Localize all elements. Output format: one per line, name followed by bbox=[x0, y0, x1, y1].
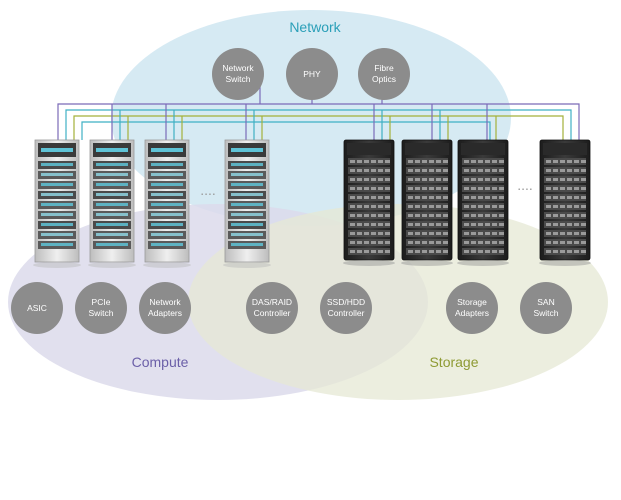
node-label-line2: Optics bbox=[372, 74, 396, 84]
node-phy: PHY bbox=[286, 48, 338, 100]
node-network-adapters: Network Adapters bbox=[139, 282, 191, 334]
node-storage-adapters: Storage Adapters bbox=[446, 282, 498, 334]
compute-region-label: Compute bbox=[132, 354, 189, 370]
node-label-line2: Controller bbox=[328, 308, 365, 318]
node-circle bbox=[286, 48, 338, 100]
node-label-line2: Controller bbox=[254, 308, 291, 318]
node-label-line2: Switch bbox=[88, 308, 113, 318]
compute-server-rack bbox=[33, 139, 81, 268]
link-line-teal bbox=[65, 109, 572, 140]
node-label-line1: PCIe bbox=[92, 297, 111, 307]
node-label-line2: Adapters bbox=[455, 308, 489, 318]
node-circle bbox=[246, 282, 298, 334]
node-circle bbox=[139, 282, 191, 334]
node-label-line2: Adapters bbox=[148, 308, 182, 318]
node-fibre-optics: Fibre Optics bbox=[358, 48, 410, 100]
node-pcie-switch: PCIe Switch bbox=[75, 282, 127, 334]
node-label-line2: Switch bbox=[225, 74, 250, 84]
storage-server-rack bbox=[457, 139, 509, 266]
node-das-raid-controller: DAS/RAID Controller bbox=[246, 282, 298, 334]
node-circle bbox=[520, 282, 572, 334]
storage-racks-ellipsis: .... bbox=[517, 177, 533, 193]
storage-racks bbox=[343, 139, 591, 266]
node-label-line1: ASIC bbox=[27, 303, 47, 313]
link-line-teal-2 bbox=[81, 121, 491, 140]
compute-racks bbox=[33, 139, 271, 268]
node-circle bbox=[358, 48, 410, 100]
network-region-label: Network bbox=[289, 19, 341, 35]
link-line-purple bbox=[57, 103, 580, 140]
node-label-line2: Switch bbox=[533, 308, 558, 318]
storage-server-rack bbox=[539, 139, 591, 266]
compute-server-rack bbox=[88, 139, 136, 268]
node-circle bbox=[212, 48, 264, 100]
storage-server-rack bbox=[401, 139, 453, 266]
node-label-line1: Fibre bbox=[374, 63, 394, 73]
storage-region-label: Storage bbox=[429, 354, 478, 370]
node-label-line1: SAN bbox=[537, 297, 554, 307]
storage-server-rack bbox=[343, 139, 395, 266]
node-circle bbox=[446, 282, 498, 334]
node-ssd-hdd-controller: SSD/HDD Controller bbox=[320, 282, 372, 334]
node-label-line1: DAS/RAID bbox=[252, 297, 292, 307]
compute-server-rack bbox=[143, 139, 191, 268]
compute-server-rack bbox=[223, 139, 271, 268]
node-label-line1: PHY bbox=[303, 69, 321, 79]
node-asic: ASIC bbox=[11, 282, 63, 334]
node-san-switch: SAN Switch bbox=[520, 282, 572, 334]
node-circle bbox=[320, 282, 372, 334]
link-line-olive bbox=[73, 115, 564, 140]
node-label-line1: Network bbox=[149, 297, 181, 307]
node-label-line1: SSD/HDD bbox=[327, 297, 365, 307]
node-label-line1: Network bbox=[222, 63, 254, 73]
node-label-line1: Storage bbox=[457, 297, 487, 307]
node-circle bbox=[11, 282, 63, 334]
connection-lines bbox=[57, 84, 580, 140]
compute-racks-ellipsis: .... bbox=[200, 182, 216, 198]
node-network-switch: Network Switch bbox=[212, 48, 264, 100]
node-circle bbox=[75, 282, 127, 334]
